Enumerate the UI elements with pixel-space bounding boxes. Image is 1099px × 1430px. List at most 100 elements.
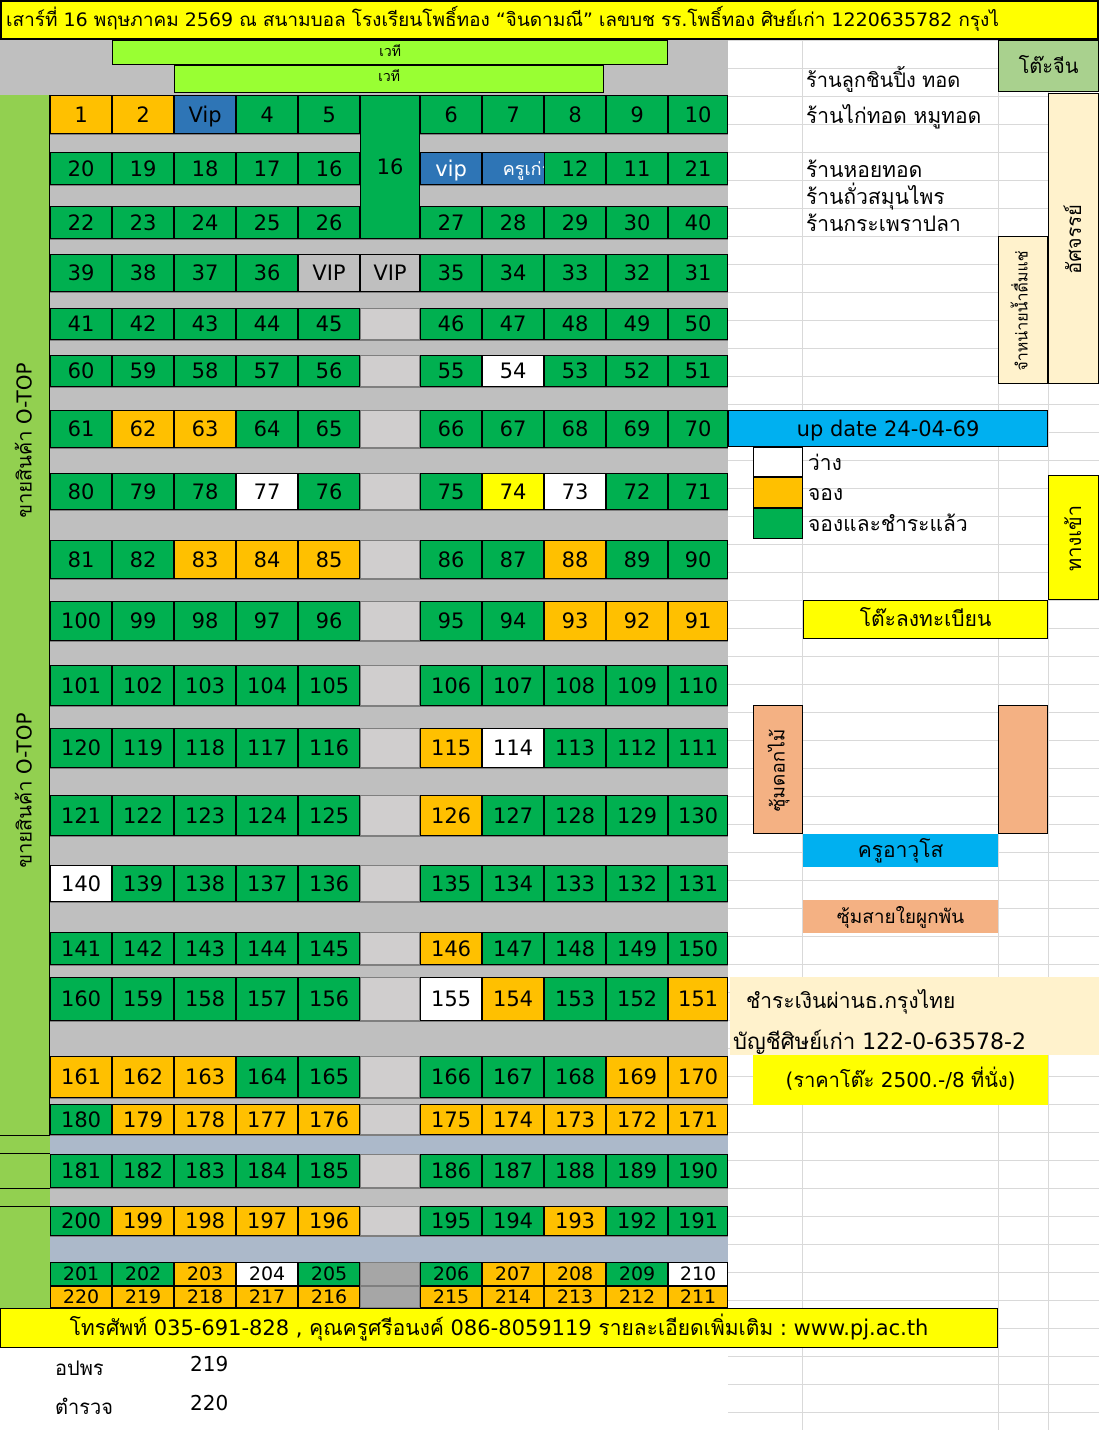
- table-cell[interactable]: 71: [668, 473, 728, 510]
- table-cell[interactable]: 143: [174, 932, 236, 965]
- table-cell[interactable]: 9: [606, 95, 668, 134]
- table-cell[interactable]: 101: [50, 665, 112, 706]
- table-cell[interactable]: 205: [298, 1262, 360, 1286]
- table-cell[interactable]: 65: [298, 410, 360, 448]
- table-cell[interactable]: 138: [174, 865, 236, 902]
- table-cell[interactable]: 185: [298, 1154, 360, 1188]
- table-cell[interactable]: 43: [174, 308, 236, 340]
- table-cell[interactable]: 121: [50, 795, 112, 836]
- table-cell[interactable]: 131: [668, 865, 728, 902]
- table-cell[interactable]: 165: [298, 1056, 360, 1098]
- table-cell[interactable]: 156: [298, 977, 360, 1021]
- table-cell[interactable]: 115: [420, 728, 482, 768]
- table-cell[interactable]: 29: [544, 206, 606, 239]
- table-cell[interactable]: 124: [236, 795, 298, 836]
- table-cell[interactable]: 82: [112, 540, 174, 579]
- table-cell[interactable]: 208: [544, 1262, 606, 1286]
- table-cell[interactable]: 209: [606, 1262, 668, 1286]
- table-cell[interactable]: 21: [668, 152, 728, 185]
- table-cell[interactable]: 55: [420, 355, 482, 387]
- table-cell[interactable]: 181: [50, 1154, 112, 1188]
- table-cell[interactable]: 166: [420, 1056, 482, 1098]
- table-cell[interactable]: 106: [420, 665, 482, 706]
- table-cell[interactable]: 49: [606, 308, 668, 340]
- table-cell[interactable]: 70: [668, 410, 728, 448]
- table-cell[interactable]: 207: [482, 1262, 544, 1286]
- table-cell[interactable]: 164: [236, 1056, 298, 1098]
- table-cell[interactable]: 122: [112, 795, 174, 836]
- table-cell[interactable]: 92: [606, 601, 668, 641]
- table-cell[interactable]: 204: [236, 1262, 298, 1286]
- table-cell[interactable]: 151: [668, 977, 728, 1021]
- table-cell[interactable]: 54: [482, 355, 544, 387]
- table-cell[interactable]: 64: [236, 410, 298, 448]
- table-cell[interactable]: 17: [236, 152, 298, 185]
- table-cell[interactable]: 97: [236, 601, 298, 641]
- table-cell[interactable]: 113: [544, 728, 606, 768]
- table-cell[interactable]: 219: [112, 1286, 174, 1308]
- table-cell[interactable]: 25: [236, 206, 298, 239]
- table-cell[interactable]: 28: [482, 206, 544, 239]
- table-cell[interactable]: 51: [668, 355, 728, 387]
- table-cell[interactable]: 107: [482, 665, 544, 706]
- table-cell[interactable]: 139: [112, 865, 174, 902]
- table-cell[interactable]: 162: [112, 1056, 174, 1098]
- table-cell[interactable]: 48: [544, 308, 606, 340]
- table-cell[interactable]: 16: [298, 152, 360, 185]
- table-cell[interactable]: 153: [544, 977, 606, 1021]
- table-cell[interactable]: 141: [50, 932, 112, 965]
- table-cell[interactable]: 18: [174, 152, 236, 185]
- table-cell[interactable]: 22: [50, 206, 112, 239]
- table-cell[interactable]: 211: [668, 1286, 728, 1308]
- table-cell[interactable]: 214: [482, 1286, 544, 1308]
- table-cell[interactable]: 58: [174, 355, 236, 387]
- table-cell[interactable]: 206: [420, 1262, 482, 1286]
- table-cell[interactable]: 72: [606, 473, 668, 510]
- table-cell[interactable]: 32: [606, 254, 668, 292]
- table-cell[interactable]: 149: [606, 932, 668, 965]
- table-cell[interactable]: 150: [668, 932, 728, 965]
- table-cell[interactable]: 99: [112, 601, 174, 641]
- table-cell[interactable]: 89: [606, 540, 668, 579]
- table-cell[interactable]: 158: [174, 977, 236, 1021]
- table-cell[interactable]: 112: [606, 728, 668, 768]
- table-cell[interactable]: 188: [544, 1154, 606, 1188]
- table-cell[interactable]: 77: [236, 473, 298, 510]
- table-cell[interactable]: 212: [606, 1286, 668, 1308]
- table-cell[interactable]: 50: [668, 308, 728, 340]
- table-cell[interactable]: 110: [668, 665, 728, 706]
- table-cell[interactable]: 91: [668, 601, 728, 641]
- table-cell[interactable]: Vip: [174, 95, 236, 134]
- table-cell[interactable]: 163: [174, 1056, 236, 1098]
- table-cell[interactable]: 187: [482, 1154, 544, 1188]
- table-cell[interactable]: 20: [50, 152, 112, 185]
- table-cell[interactable]: 69: [606, 410, 668, 448]
- table-cell[interactable]: 189: [606, 1154, 668, 1188]
- table-cell[interactable]: 176: [298, 1104, 360, 1135]
- table-cell[interactable]: 74: [482, 473, 544, 510]
- table-cell[interactable]: 84: [236, 540, 298, 579]
- table-cell[interactable]: 201: [50, 1262, 112, 1286]
- table-cell[interactable]: 44: [236, 308, 298, 340]
- table-cell[interactable]: 95: [420, 601, 482, 641]
- table-cell[interactable]: 133: [544, 865, 606, 902]
- table-cell[interactable]: 177: [236, 1104, 298, 1135]
- table-cell[interactable]: 134: [482, 865, 544, 902]
- table-cell[interactable]: 86: [420, 540, 482, 579]
- table-cell[interactable]: 170: [668, 1056, 728, 1098]
- table-cell[interactable]: 192: [606, 1206, 668, 1236]
- table-cell[interactable]: 40: [668, 206, 728, 239]
- table-cell[interactable]: 174: [482, 1104, 544, 1135]
- table-cell[interactable]: 120: [50, 728, 112, 768]
- table-cell[interactable]: 191: [668, 1206, 728, 1236]
- table-cell[interactable]: 125: [298, 795, 360, 836]
- table-cell[interactable]: 4: [236, 95, 298, 134]
- table-cell[interactable]: 56: [298, 355, 360, 387]
- table-cell[interactable]: 109: [606, 665, 668, 706]
- table-cell[interactable]: 157: [236, 977, 298, 1021]
- table-cell[interactable]: 198: [174, 1206, 236, 1236]
- table-cell[interactable]: 12: [544, 152, 606, 185]
- table-cell[interactable]: 53: [544, 355, 606, 387]
- table-cell[interactable]: 88: [544, 540, 606, 579]
- table-cell[interactable]: 87: [482, 540, 544, 579]
